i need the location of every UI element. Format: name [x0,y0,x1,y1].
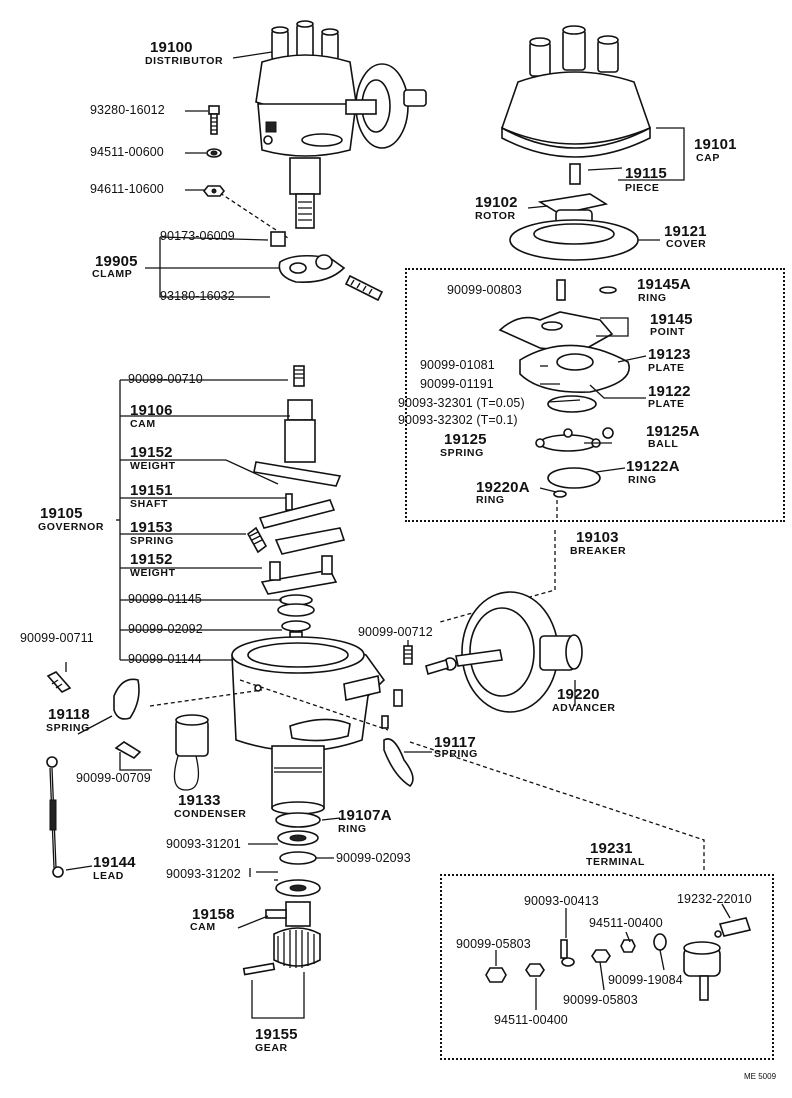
part-19123-name: PLATE [648,362,685,374]
part-19145-name: POINT [650,326,686,338]
part-19125A-number: 19125A [646,423,700,440]
part-19220-name: ADVANCER [552,702,616,714]
part-94511-00400-lower: 94511-00400 [494,1013,568,1027]
part-19105-number: 19105 [40,505,83,522]
part-19153-name: SPRING [130,535,174,547]
part-19144-number: 19144 [93,854,136,871]
part-90099-00803: 90099-00803 [447,283,522,297]
part-94511-00600: 94511-00600 [90,145,164,159]
part-90099-00712: 90099-00712 [358,625,433,639]
part-19905-name: CLAMP [92,268,133,280]
advancer-drawing [425,591,583,713]
terminal-parts-drawing [485,917,752,1001]
part-93280-16012: 93280-16012 [90,103,165,117]
part-90099-01145: 90099-01145 [128,592,202,606]
part-19123-number: 19123 [648,346,691,363]
part-90099-02093: 90099-02093 [336,851,411,865]
part-19118-name: SPRING [46,722,90,734]
part-90099-01191: 90099-01191 [420,377,494,391]
part-19100-name: DISTRIBUTOR [145,55,224,67]
part-19115-number: 19115 [625,165,667,182]
diagram-code: ME 5009 [744,1072,777,1081]
part-94611-10600: 94611-10600 [90,182,164,196]
part-19106-name: CAM [130,418,156,430]
part-19220A-number: 19220A [476,479,530,496]
part-19231-name: TERMINAL [586,856,646,868]
part-90099-00710: 90099-00710 [128,372,203,386]
part-19103-number: 19103 [576,529,619,546]
part-19145A-number: 19145A [637,276,691,293]
part-19105-name: GOVERNOR [38,521,105,533]
part-19232-22010: 19232-22010 [677,892,752,906]
part-19102-name: ROTOR [475,210,516,222]
part-19231-number: 19231 [590,840,633,857]
part-19152b-number: 19152 [130,551,173,568]
part-19101-name: CAP [696,152,720,164]
part-19152a-number: 19152 [130,444,173,461]
breaker-group-box [405,268,785,522]
part-19117-number: 19117 [434,734,476,751]
part-19133-number: 19133 [178,792,221,809]
part-19107A-name: RING [338,823,367,835]
part-19155-name: GEAR [255,1042,288,1054]
part-90099-01144: 90099-01144 [128,652,202,666]
part-90093-31202: 90093-31202 [166,867,241,881]
part-90099-00709: 90099-00709 [76,771,151,785]
part-19155-number: 19155 [255,1026,298,1043]
part-19107A-number: 19107A [338,807,392,824]
governor-stack-drawing [246,365,346,663]
distributor-assembly-drawing [255,20,427,229]
part-19101-number: 19101 [694,136,737,153]
part-90093-31201: 90093-31201 [166,837,241,851]
part-19125-name: SPRING [440,447,484,459]
part-19158-name: CAM [190,921,216,933]
part-19158-number: 19158 [192,906,235,923]
part-93180-16032: 93180-16032 [160,289,235,303]
part-19115-name: PIECE [625,182,660,194]
part-19102-number: 19102 [475,194,518,211]
part-19905-number: 19905 [95,253,138,270]
part-19118-number: 19118 [48,706,90,723]
part-19122A-number: 19122A [626,458,680,475]
terminal-group-box [440,874,774,1060]
part-19133-name: CONDENSER [174,808,247,820]
part-90099-05803-left: 90099-05803 [456,937,531,951]
breaker-parts-drawing [498,279,630,498]
part-19220A-name: RING [476,494,505,506]
part-19117-name: SPRING [434,748,478,760]
part-90099-00711: 90099-00711 [20,631,94,645]
part-19220-number: 19220 [557,686,600,703]
part-19153-number: 19153 [130,519,173,536]
part-19152a-name: WEIGHT [130,460,176,472]
part-19145A-name: RING [638,292,667,304]
part-19121-number: 19121 [664,223,707,240]
part-90099-01081: 90099-01081 [420,358,495,372]
part-19125-number: 19125 [444,431,487,448]
part-19103-name: BREAKER [570,545,627,557]
part-19152b-name: WEIGHT [130,567,176,579]
part-19125A-name: BALL [648,438,679,450]
part-19122-number: 19122 [648,383,691,400]
part-90099-19084: 90099-19084 [608,973,683,987]
part-19151-name: SHAFT [130,498,168,510]
part-94511-00400-upper: 94511-00400 [589,916,663,930]
part-19121-name: COVER [666,238,707,250]
part-90099-05803-lower: 90099-05803 [563,993,638,1007]
cap-rotor-cover-drawing [501,25,652,261]
part-19122A-name: RING [628,474,657,486]
part-90093-00413: 90093-00413 [524,894,599,908]
part-90093-32301: 90093-32301 (T=0.05) [398,396,525,410]
housing-drawing [231,636,386,815]
part-19145-number: 19145 [650,311,693,328]
part-90099-02092: 90099-02092 [128,622,203,636]
part-19100-number: 19100 [150,39,193,56]
part-19151-number: 19151 [130,482,173,499]
part-19122-name: PLATE [648,398,685,410]
part-19106-number: 19106 [130,402,173,419]
part-90173-06009: 90173-06009 [160,229,235,243]
part-90093-32302: 90093-32302 (T=0.1) [398,413,518,427]
part-19144-name: LEAD [93,870,124,882]
